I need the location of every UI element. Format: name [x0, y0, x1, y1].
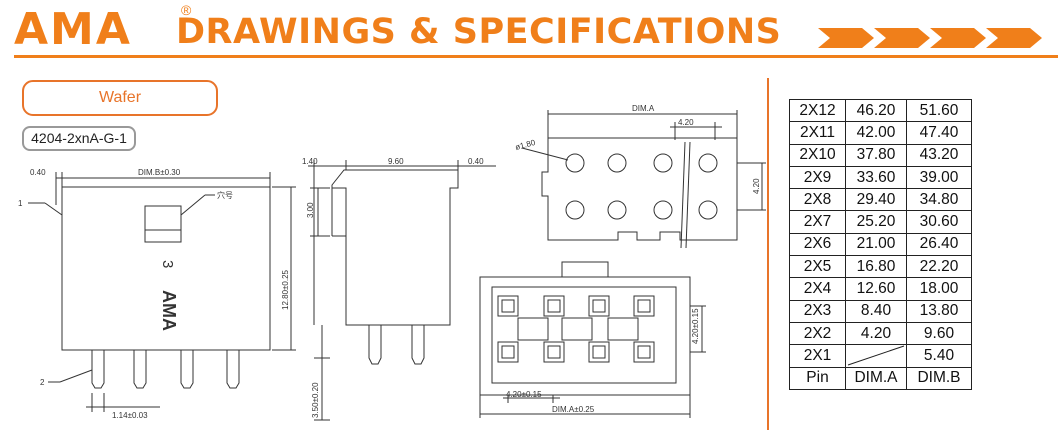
page-title: DRAWINGS & SPECIFICATIONS	[176, 12, 782, 52]
callout-2: 2	[40, 378, 45, 387]
technical-drawing: 0.40 DIM.B±0.30 1 2 穴号 3 AMA 12.80±0.25 …	[18, 104, 766, 421]
table-cell-dim-a: 12.60	[845, 277, 907, 301]
product-category: Wafer	[22, 80, 218, 116]
pcb-holes	[565, 153, 718, 220]
table-cell-pin: 2X6	[789, 232, 846, 257]
page-header: AMA ® DRAWINGS & SPECIFICATIONS	[0, 0, 1060, 62]
table-cell-dim-b: 5.40	[906, 344, 972, 368]
section-divider	[767, 78, 769, 430]
header-rule	[14, 55, 1058, 58]
table-cell-dim-a: 8.40	[845, 299, 907, 323]
table-header-dim-a: DIM.A	[845, 366, 907, 390]
callout-1: 1	[18, 199, 23, 208]
table-cell-dim-b: 34.80	[906, 188, 972, 212]
bottom-dim-a: DIM.A±0.25	[552, 405, 595, 414]
part-number: 4204-2xnA-G-1	[22, 126, 136, 151]
side-dim-left: 0.40	[30, 168, 46, 177]
table-cell-pin: 2X7	[789, 210, 846, 234]
table-cell-pin: 2X2	[789, 321, 846, 346]
table-header-pin: Pin	[789, 366, 846, 390]
table-cell-pin: 2X1	[789, 344, 846, 368]
registered-mark: ®	[181, 2, 192, 18]
pcb-pitch-x: 4.20	[678, 118, 694, 127]
pcb-dim-a: DIM.A	[632, 104, 655, 113]
end-view-body	[331, 169, 459, 326]
table-cell-pin: 2X10	[789, 143, 846, 167]
table-cell-pin: 2X3	[789, 299, 846, 323]
table-cell-pin: 2X4	[789, 277, 846, 301]
table-cell-dim-b: 39.00	[906, 165, 972, 190]
table-cell-dim-a	[845, 344, 907, 368]
end-dim-e: 3.50±0.20	[311, 382, 320, 418]
pcb-layout-outline	[541, 137, 738, 241]
brand-logo: AMA	[14, 4, 132, 55]
table-cell-dim-a: 29.40	[845, 188, 907, 212]
table-cell-pin: 2X8	[789, 188, 846, 212]
table-cell-dim-b: 47.40	[906, 121, 972, 145]
marking-brand: AMA	[159, 290, 179, 331]
end-dim-d: 3.00	[306, 202, 315, 218]
chevron-arrows-icon	[818, 28, 1042, 48]
table-cell-dim-b: 43.20	[906, 143, 972, 167]
end-dim-c: 0.40	[468, 157, 484, 166]
pcb-hole-dia: ø1.80	[514, 138, 537, 152]
table-cell-dim-b: 18.00	[906, 277, 972, 301]
table-cell-dim-a: 25.20	[845, 210, 907, 234]
table-cell-pin: 2X11	[789, 121, 846, 145]
table-cell-pin: 2X9	[789, 165, 846, 190]
table-cell-dim-b: 22.20	[906, 255, 972, 279]
table-cell-dim-a: 4.20	[845, 321, 907, 346]
table-cell-dim-a: 33.60	[845, 165, 907, 190]
end-dim-b: 9.60	[388, 157, 404, 166]
bottom-pitch-x: 4.20±0.15	[506, 390, 542, 399]
table-cell-pin: 2X5	[789, 255, 846, 279]
table-cell-dim-a: 16.80	[845, 255, 907, 279]
bottom-view-outline	[479, 276, 691, 396]
table-cell-dim-b: 13.80	[906, 299, 972, 323]
pcb-pitch-y: 4.20	[752, 178, 761, 194]
bottom-pitch-y: 4.20±0.15	[691, 308, 700, 344]
bottom-view-cavities	[497, 295, 655, 363]
side-view-pins	[91, 350, 240, 389]
table-cell-pin: 2X12	[789, 98, 846, 123]
side-dim-body: DIM.B±0.30	[138, 168, 181, 177]
table-cell-dim-a: 46.20	[845, 98, 907, 123]
table-cell-dim-b: 51.60	[906, 98, 972, 123]
table-cell-dim-a: 42.00	[845, 121, 907, 145]
table-cell-dim-b: 26.40	[906, 232, 972, 257]
hole-label: 穴号	[217, 190, 233, 200]
side-dim-pin: 1.14±0.03	[112, 411, 148, 420]
table-row: 2X1 5.40	[789, 344, 972, 368]
side-dim-height: 12.80±0.25	[281, 269, 290, 310]
side-view-body	[61, 186, 271, 351]
end-dim-a: 1.40	[302, 157, 318, 166]
table-cell-dim-b: 9.60	[906, 321, 972, 346]
table-cell-dim-a: 21.00	[845, 232, 907, 257]
table-header-dim-b: DIM.B	[906, 366, 972, 390]
empty-cell-slash	[847, 345, 905, 366]
table-cell-dim-b: 30.60	[906, 210, 972, 234]
table-cell-dim-a: 37.80	[845, 143, 907, 167]
marking-number: 3	[159, 260, 176, 268]
